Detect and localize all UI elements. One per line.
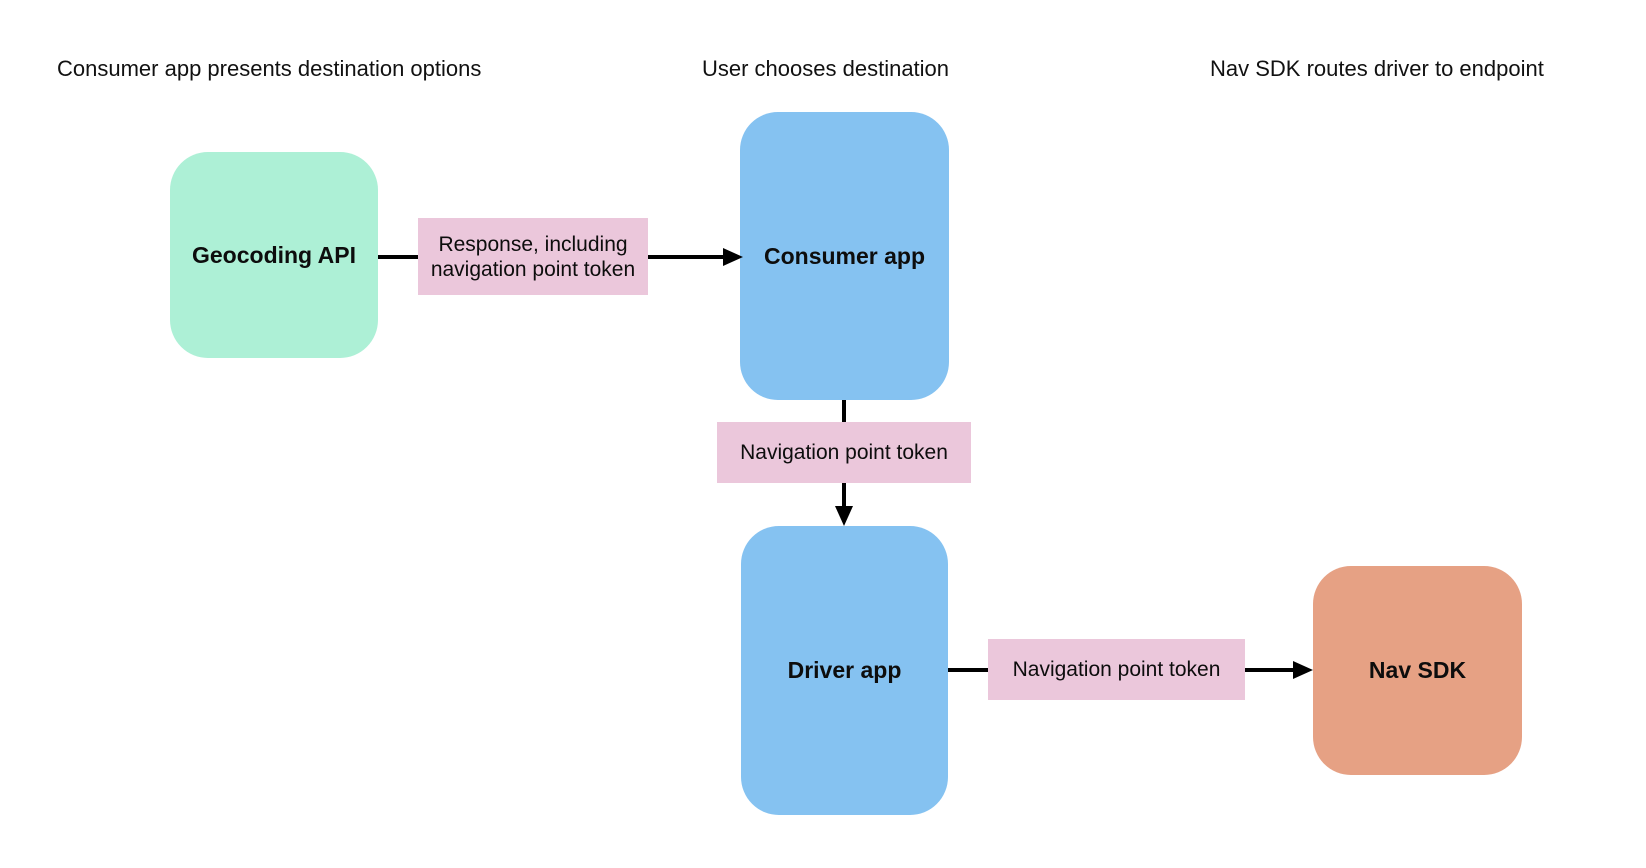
edge-label-token-consumer-driver: Navigation point token — [717, 422, 971, 483]
node-driver-app-label: Driver app — [787, 657, 902, 683]
edge-label-token-driver-navsdk-text: Navigation point token — [1012, 658, 1221, 681]
arrow-consumer-to-driver-segment-1 — [842, 400, 846, 422]
arrow-geocoding-to-consumer-segment-2 — [648, 255, 723, 259]
arrow-driver-to-navsdk-segment-2 — [1245, 668, 1293, 672]
column-header-consumer-presents: Consumer app presents destination option… — [57, 56, 482, 81]
edge-label-token-driver-navsdk: Navigation point token — [988, 639, 1245, 700]
arrow-geocoding-to-consumer-segment-1 — [378, 255, 418, 259]
edge-label-response: Response, including navigation point tok… — [418, 218, 648, 295]
node-nav-sdk: Nav SDK — [1313, 566, 1522, 775]
node-consumer-app: Consumer app — [740, 112, 949, 400]
edge-label-response-text: Response, including navigation point tok… — [430, 232, 636, 281]
node-consumer-app-label: Consumer app — [763, 242, 926, 269]
arrow-driver-to-navsdk-segment-1 — [948, 668, 988, 672]
column-header-user-chooses: User chooses destination — [702, 56, 950, 81]
edge-label-token-consumer-driver-text: Navigation point token — [740, 441, 948, 464]
node-nav-sdk-label: Nav SDK — [1368, 657, 1467, 683]
node-geocoding-api: Geocoding API — [170, 152, 378, 358]
arrowhead-down-icon — [835, 506, 853, 526]
node-geocoding-api-label: Geocoding API — [192, 241, 356, 268]
arrowhead-right-icon — [1293, 661, 1313, 679]
column-header-navsdk-routes: Nav SDK routes driver to endpoint — [1210, 56, 1544, 81]
arrow-consumer-to-driver-segment-2 — [842, 483, 846, 506]
arrowhead-right-icon — [723, 248, 743, 266]
node-driver-app: Driver app — [741, 526, 948, 815]
